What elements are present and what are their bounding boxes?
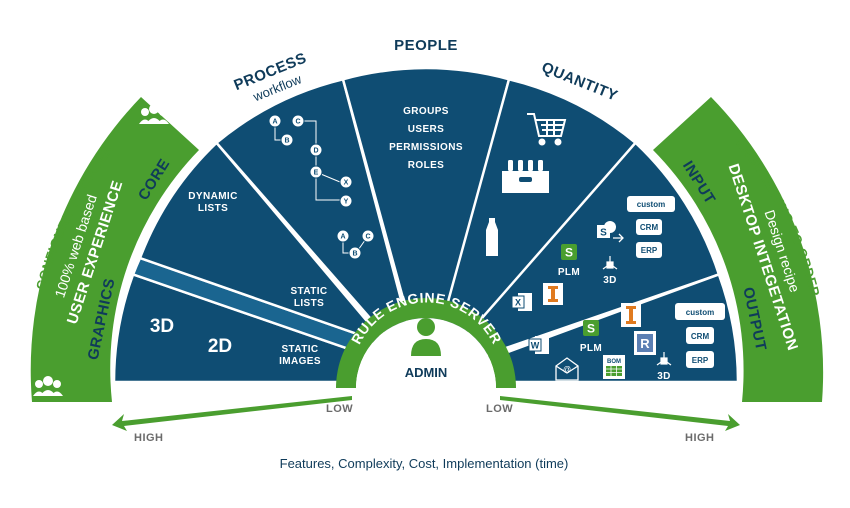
users-group-icon	[139, 104, 169, 124]
dynamic-lists-line2: LISTS	[198, 203, 228, 214]
share-arrow-icon	[613, 233, 624, 243]
solidworks-plm-icon-output: S	[583, 320, 599, 336]
svg-text:W: W	[531, 341, 540, 351]
plm-label-output: PLM	[580, 343, 602, 354]
bottle-crate-icon	[502, 160, 549, 193]
static-images-line1: STATIC	[281, 344, 318, 355]
svg-text:S: S	[600, 228, 607, 239]
workflow-node-a	[268, 114, 282, 128]
custom-badge-output: custom	[675, 303, 725, 320]
crm-badge-input-text: CRM	[640, 223, 659, 232]
custom-badge-input: custom	[627, 196, 675, 212]
workflow-node-x	[339, 175, 353, 189]
workflow-node-e-label: E	[314, 170, 319, 177]
bom-sheet-icon: BOM	[603, 355, 625, 379]
workflow-node-b2-label: B	[352, 251, 357, 258]
shopping-cart-icon	[527, 113, 567, 146]
right-axis-arrow	[500, 396, 740, 431]
sharepoint-icon: S	[597, 221, 616, 239]
svg-text:S: S	[565, 246, 573, 260]
svg-text:R: R	[640, 336, 650, 351]
bom-label: BOM	[607, 359, 621, 365]
bottle-icon	[486, 218, 498, 256]
3d-cube-icon-output	[656, 352, 672, 366]
graphics-3d-label: 3D	[150, 316, 174, 337]
workflow-node-y-label: Y	[344, 199, 349, 206]
workflow-node-b	[280, 133, 294, 147]
left-high-label: HIGH	[134, 432, 164, 444]
people-permissions: PERMISSIONS	[389, 142, 463, 153]
revit-icon: R	[634, 331, 656, 355]
workflow-node-y	[339, 194, 353, 208]
custom-badge-output-text: custom	[686, 308, 714, 317]
people-roles: ROLES	[408, 160, 444, 171]
label-people: PEOPLE	[394, 37, 458, 54]
people-users: USERS	[408, 124, 444, 135]
process-workflow-graph: A B C D E X Y A C B	[268, 114, 375, 260]
people-groups: GROUPS	[403, 106, 449, 117]
custom-badge-input-text: custom	[637, 200, 665, 209]
excel-icon: X	[511, 293, 532, 311]
workflow-node-d	[309, 143, 323, 157]
graphics-2d-label: 2D	[208, 336, 232, 357]
workflow-node-c2	[361, 229, 375, 243]
crm-badge-output: CRM	[686, 327, 714, 344]
dynamic-lists-line1: DYNAMIC	[188, 191, 237, 202]
axis-caption: Features, Complexity, Cost, Implementati…	[280, 456, 569, 471]
right-high-label: HIGH	[685, 432, 715, 444]
workflow-node-c2-label: C	[365, 234, 370, 241]
crm-badge-input: CRM	[636, 219, 662, 235]
workflow-node-d-label: D	[313, 148, 318, 155]
workflow-node-b-label: B	[284, 138, 289, 145]
workflow-node-a2-label: A	[340, 234, 345, 241]
svg-text:@: @	[563, 365, 571, 374]
3d-cube-icon	[602, 256, 618, 270]
users-group-icon	[33, 376, 63, 396]
static-lists-line2: LISTS	[294, 298, 324, 309]
3d-label-input: 3D	[603, 275, 617, 286]
erp-badge-input: ERP	[636, 242, 662, 258]
right-low-label: LOW	[486, 403, 513, 415]
admin-label: ADMIN	[405, 365, 448, 380]
word-icon: W	[528, 336, 549, 354]
workflow-node-c	[291, 114, 305, 128]
static-lists-line1: STATIC	[290, 286, 327, 297]
rule-engine-ring	[336, 298, 516, 388]
solidworks-plm-icon: S	[561, 244, 577, 260]
workflow-node-c-label: C	[295, 119, 300, 126]
3d-label-output: 3D	[657, 371, 671, 382]
workflow-node-b2	[348, 246, 362, 260]
svg-text:S: S	[587, 322, 595, 336]
right-green-band	[653, 97, 824, 402]
inventor-icon	[543, 283, 563, 305]
erp-badge-output-text: ERP	[692, 356, 709, 365]
email-icon: @	[555, 357, 579, 381]
crm-badge-output-text: CRM	[691, 332, 710, 341]
inventor-icon-output	[621, 303, 641, 327]
workflow-node-a2	[336, 229, 350, 243]
admin-user-icon	[411, 318, 441, 356]
static-images-line2: IMAGES	[279, 356, 321, 367]
workflow-node-a-label: A	[272, 119, 277, 126]
workflow-node-e	[309, 165, 323, 179]
workflow-node-x-label: X	[344, 180, 349, 187]
left-low-label: LOW	[326, 403, 353, 415]
erp-badge-output: ERP	[686, 351, 714, 368]
left-green-band	[30, 97, 200, 402]
left-axis-arrow	[112, 396, 352, 431]
svg-text:X: X	[515, 298, 521, 308]
erp-badge-input-text: ERP	[641, 246, 658, 255]
plm-label-input: PLM	[558, 267, 580, 278]
